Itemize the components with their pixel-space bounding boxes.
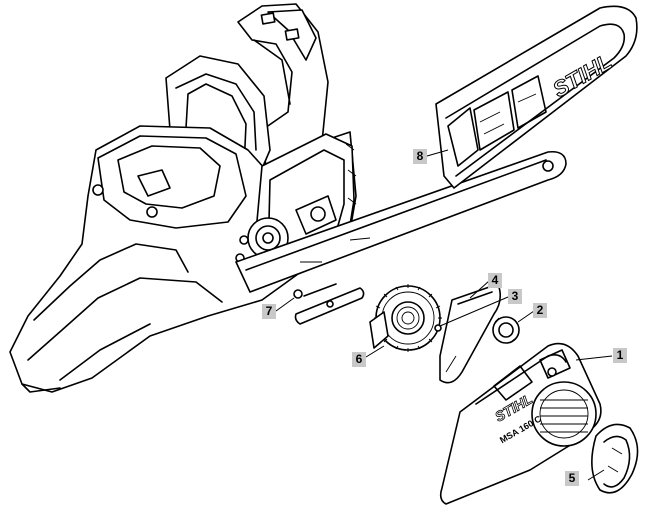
callout-6: 6 — [352, 352, 366, 367]
cap — [591, 423, 639, 494]
sprocket-cover: STIHL MSA 160 C — [439, 342, 602, 505]
callout-8: 8 — [413, 149, 427, 164]
chainsaw-body — [9, 3, 357, 393]
tensioner-knob — [492, 316, 520, 344]
screw — [434, 324, 442, 332]
chain-sprocket — [369, 284, 442, 352]
callout-5: 5 — [565, 471, 579, 486]
callout-2: 2 — [533, 303, 547, 318]
callout-3: 3 — [508, 289, 522, 304]
callout-7: 7 — [262, 304, 276, 319]
leader-lines — [275, 149, 613, 481]
callout-1: 1 — [613, 348, 627, 363]
guide-bar — [235, 150, 567, 293]
guide-plate — [293, 283, 365, 325]
callout-4: 4 — [488, 273, 502, 288]
deflector-plate — [439, 283, 502, 384]
